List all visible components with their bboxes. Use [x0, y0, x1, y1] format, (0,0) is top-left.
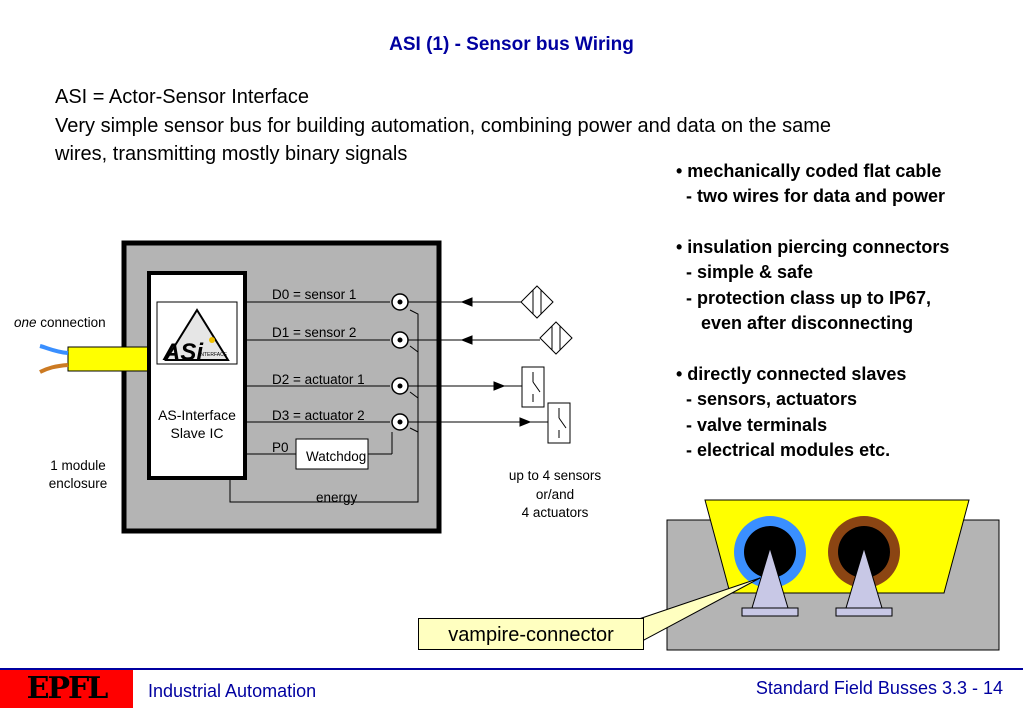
slave-ic-label: AS-Interface Slave IC: [158, 407, 236, 441]
bullet-connectors: • insulation piercing connectors - simpl…: [676, 237, 950, 333]
footer-course: Industrial Automation: [148, 681, 317, 701]
bullet-slaves: • directly connected slaves - sensors, a…: [676, 364, 907, 460]
asi-logo-small: INTERFACE: [199, 352, 228, 358]
watchdog-label: Watchdog: [306, 449, 367, 464]
page-title: ASI (1) - Sensor bus Wiring: [389, 34, 634, 55]
channel-d2: D2 = actuator 1: [272, 372, 365, 387]
channel-d3: D3 = actuator 2: [272, 408, 365, 423]
actuator-2: [547, 402, 571, 444]
epfl-logo-text: EPFL: [26, 671, 109, 706]
channel-d1: D1 = sensor 2: [272, 325, 357, 340]
channel-p0: P0: [272, 440, 289, 455]
vampire-connector-callout: vampire-connector: [418, 618, 644, 650]
blue-wire: [39, 344, 69, 355]
brown-wire: [39, 363, 69, 374]
asi-logo: [156, 301, 238, 365]
footer-page: Standard Field Busses 3.3 - 14: [755, 678, 1003, 698]
footer-divider: [0, 668, 1023, 670]
flat-cable: [67, 346, 159, 372]
intro-line-1: ASI = Actor-Sensor Interface: [55, 86, 310, 108]
module-enclosure-label: 1 module enclosure: [48, 458, 108, 491]
epfl-logo: [0, 670, 133, 708]
intro-line-2: Very simple sensor bus for building auto…: [55, 114, 832, 137]
watchdog-box: [295, 438, 369, 470]
capacity-label: up to 4 sensors or/and 4 actuators: [508, 468, 602, 520]
actuator-1: [521, 366, 545, 408]
energy-label: energy: [316, 490, 358, 505]
sensor-2: [539, 321, 573, 355]
connection-label: one connection: [14, 315, 106, 330]
intro-text: ASI = Actor-Sensor Interface Very simple…: [55, 83, 995, 169]
bullet-cable: • mechanically coded flat cable - two wi…: [676, 161, 946, 207]
asi-logo-text: ASi: [163, 339, 204, 366]
sensor-1: [520, 285, 554, 319]
intro-line-3: wires, transmitting mostly binary signal…: [55, 143, 408, 165]
channel-d0: D0 = sensor 1: [272, 287, 357, 302]
